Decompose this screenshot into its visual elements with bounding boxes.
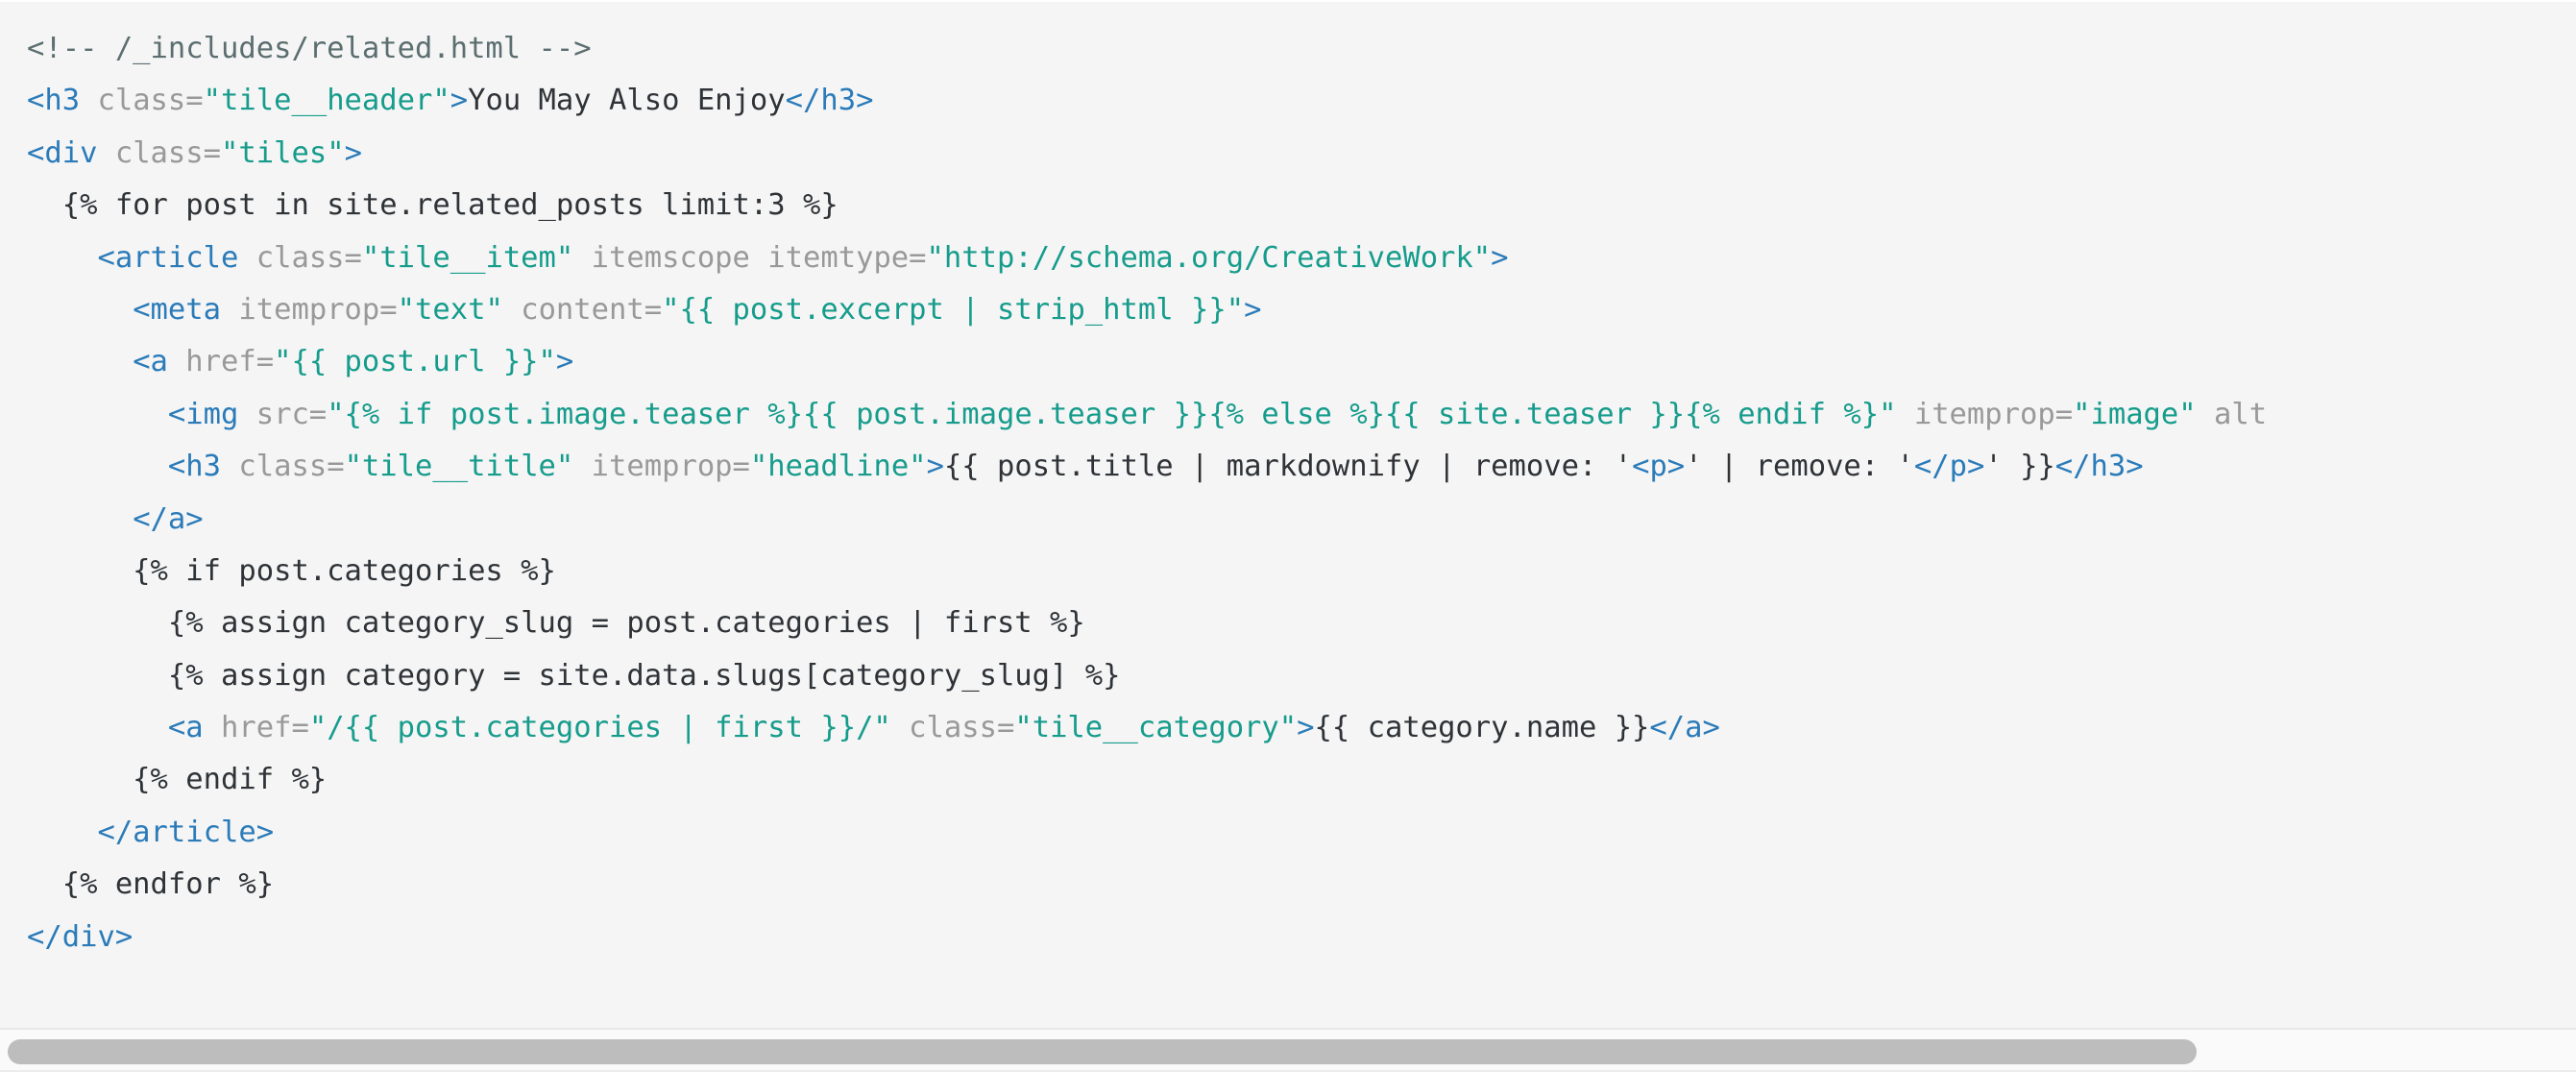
scrollbar-thumb[interactable] <box>8 1039 2197 1064</box>
code-token-plain: {{ category.name }} <box>1314 711 1650 745</box>
code-token-attr: alt <box>2196 397 2268 431</box>
code-token-plain: {% if post.categories %} <box>27 553 556 588</box>
code-content: <!-- /_includes/related.html --> <h3 clas… <box>0 2 2576 963</box>
code-token-plain: ' | remove: ' <box>1685 450 1914 484</box>
code-token-plain <box>97 136 114 170</box>
code-token-string: "image" <box>2073 397 2197 431</box>
code-token-attr: class= <box>238 450 345 484</box>
code-token-attr: itemprop= <box>221 292 398 327</box>
code-token-attr: href= <box>203 711 309 745</box>
code-token-tag: <a <box>167 711 204 745</box>
code-line: <article class="tile__item" itemscope it… <box>27 232 2576 284</box>
code-token-attr: class= <box>114 135 222 170</box>
code-token-tag: <img <box>167 397 239 431</box>
code-token-plain <box>27 293 133 327</box>
code-token-plain <box>221 450 238 483</box>
code-token-string: "text" <box>397 292 503 327</box>
code-token-string: "{% if post.image.teaser %}{{ post.image… <box>327 397 1897 431</box>
code-token-tag: </div> <box>27 919 134 954</box>
code-token-attr: href= <box>167 345 275 379</box>
code-token-string: "/{{ post.categories | first }}/" <box>308 711 891 745</box>
code-token-plain: {% assign category = site.data.slugs[cat… <box>27 658 1121 693</box>
code-token-tag: <a <box>133 345 168 379</box>
code-line: <div class="tiles"> <box>27 128 2576 180</box>
code-token-tag: > <box>926 450 944 484</box>
code-token-tag: <h3 <box>167 450 221 484</box>
code-token-tag: </article> <box>97 815 275 849</box>
code-token-string: "headline" <box>749 450 927 484</box>
horizontal-scrollbar[interactable] <box>0 1028 2576 1072</box>
code-line: <h3 class="tile__header">You May Also En… <box>27 75 2576 127</box>
code-token-attr: itemprop= <box>1896 397 2074 431</box>
code-token-string: "tile__header" <box>203 84 450 118</box>
code-token-attr: class= <box>255 240 362 275</box>
code-token-attr: src= <box>238 397 328 431</box>
code-token-plain <box>80 84 97 117</box>
code-token-tag: > <box>1244 292 1262 327</box>
code-token-tag: <article <box>97 240 239 275</box>
code-line: {% endfor %} <box>27 859 2576 911</box>
code-token-plain: {% endfor %} <box>27 867 275 902</box>
code-token-tag: > <box>1491 240 1509 275</box>
code-token-tag: <p> <box>1632 450 1686 484</box>
code-token-tag: </a> <box>133 501 204 536</box>
code-token-tag: > <box>450 84 469 118</box>
code-token-tag: <h3 <box>27 84 81 118</box>
code-token-string: "{{ post.url }}" <box>274 345 556 379</box>
code-token-plain <box>27 450 168 483</box>
code-line: </article> <box>27 807 2576 859</box>
code-token-plain: {% endif %} <box>27 763 328 797</box>
code-line: {% assign category = site.data.slugs[cat… <box>27 650 2576 702</box>
code-line: {% for post in site.related_posts limit:… <box>27 180 2576 231</box>
code-token-tag: </a> <box>1649 711 1720 745</box>
code-token-string: "{{ post.excerpt | strip_html }}" <box>662 292 1245 327</box>
code-token-tag: </h3> <box>785 84 874 118</box>
code-token-string: "tile__title" <box>344 450 574 484</box>
code-token-string: "tile__category" <box>1014 711 1298 745</box>
code-token-tag: > <box>555 345 574 379</box>
code-token-tag: </p> <box>1913 450 1985 484</box>
code-token-attr: content= <box>502 292 663 327</box>
code-token-comment: <!-- /_includes/related.html --> <box>27 32 592 65</box>
code-token-tag: <div <box>27 135 98 170</box>
code-token-tag: > <box>344 135 362 170</box>
code-token-plain: You May Also Enjoy <box>468 84 786 118</box>
code-line: {% assign category_slug = post.categorie… <box>27 597 2576 649</box>
code-token-plain <box>27 241 97 275</box>
code-token-plain: {{ post.title | markdownify | remove: ' <box>943 450 1633 484</box>
code-token-string: "tiles" <box>221 135 345 170</box>
code-token-plain: {% for post in site.related_posts limit:… <box>27 188 838 223</box>
code-token-plain <box>238 241 255 275</box>
code-token-plain <box>27 816 97 849</box>
code-line: <meta itemprop="text" content="{{ post.e… <box>27 284 2576 336</box>
code-token-tag: <meta <box>133 292 222 327</box>
code-token-attr: class= <box>890 711 1015 745</box>
code-token-attr: itemprop= <box>573 450 750 484</box>
code-token-string: "tile__item" <box>361 240 574 275</box>
code-token-plain: {% assign category_slug = post.categorie… <box>27 606 1085 641</box>
code-token-plain <box>27 502 133 536</box>
code-token-tag: > <box>1297 711 1315 745</box>
code-line: <img src="{% if post.image.teaser %}{{ p… <box>27 389 2576 441</box>
code-scroll-viewport[interactable]: <!-- /_includes/related.html --> <h3 clas… <box>0 2 2576 1028</box>
code-token-string: "http://schema.org/CreativeWork" <box>926 240 1492 275</box>
code-token-tag: </h3> <box>2054 450 2144 484</box>
code-line: <!-- /_includes/related.html --> <box>27 23 2576 75</box>
code-line: <h3 class="tile__title" itemprop="headli… <box>27 441 2576 493</box>
code-line: {% endif %} <box>27 754 2576 806</box>
code-token-attr: class= <box>97 84 204 118</box>
code-token-plain <box>27 711 168 744</box>
code-token-plain <box>27 398 168 431</box>
code-line: <a href="/{{ post.categories | first }}/… <box>27 702 2576 754</box>
scrollbar-track[interactable] <box>0 1039 2576 1064</box>
code-token-plain: ' }} <box>1984 450 2055 484</box>
code-line: </a> <box>27 494 2576 546</box>
code-line: <a href="{{ post.url }}"> <box>27 336 2576 388</box>
code-token-attr: itemscope itemtype= <box>573 240 927 275</box>
code-token-plain <box>27 345 133 378</box>
code-line: </div> <box>27 912 2576 963</box>
code-line: {% if post.categories %} <box>27 546 2576 597</box>
